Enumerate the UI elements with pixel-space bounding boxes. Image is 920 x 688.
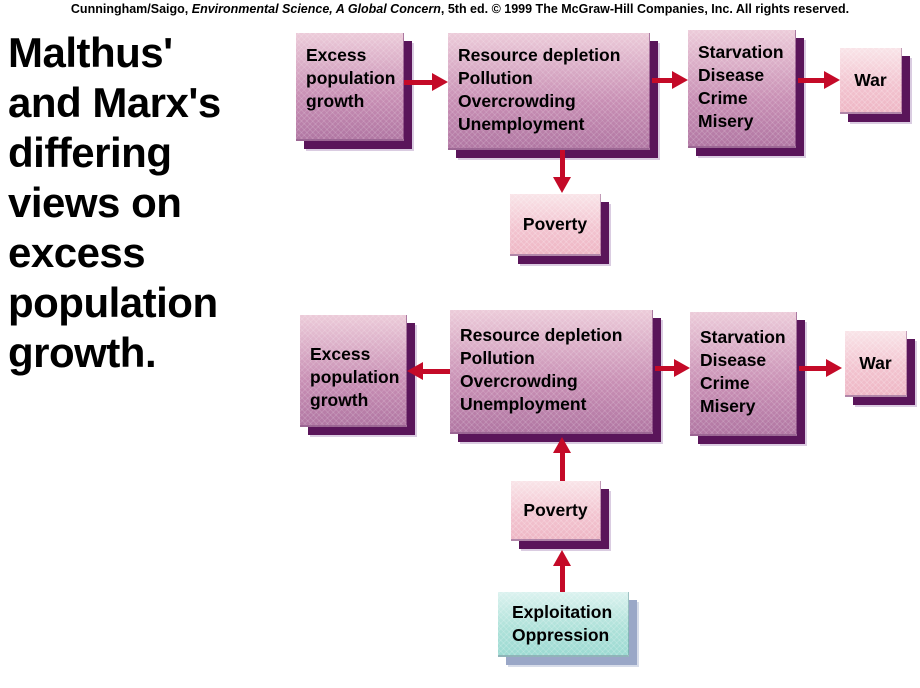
arrow-head-right-icon (432, 73, 448, 91)
marx-excess-population-box: Excess population growth (300, 315, 407, 427)
copyright-prefix: Cunningham/Saigo, (70, 2, 192, 16)
copyright-line: Cunningham/Saigo, Environmental Science,… (0, 2, 920, 16)
marx-resource-depletion-label: Resource depletion Pollution Overcrowdin… (460, 325, 623, 414)
marx-starvation-label: Starvation Disease Crime Misery (700, 327, 786, 416)
arrow-shaft (798, 78, 826, 83)
arrow-head-right-icon (672, 71, 688, 89)
marx-excess-population-label: Excess population growth (310, 344, 400, 410)
malthus-poverty-label: Poverty (522, 213, 588, 234)
marx-war-label: War (859, 352, 892, 373)
arrow-shaft (421, 369, 450, 374)
malthus-poverty-box: Poverty (510, 194, 601, 256)
arrow-shaft (652, 78, 674, 83)
figure-title: Malthus' and Marx's differing views on e… (8, 29, 221, 376)
marx-resource-depletion-box: Resource depletion Pollution Overcrowdin… (450, 310, 653, 434)
arrow-head-up-icon (553, 437, 571, 453)
arrow-head-left-icon (407, 362, 423, 380)
marx-exploitation-label: Exploitation Oppression (512, 601, 613, 645)
marx-starvation-box: Starvation Disease Crime Misery (690, 312, 797, 436)
malthus-starvation-label: Starvation Disease Crime Misery (698, 42, 784, 131)
arrow-shaft (560, 150, 565, 179)
arrow-shaft (404, 80, 434, 85)
malthus-war-label: War (854, 69, 887, 90)
malthus-starvation-box: Starvation Disease Crime Misery (688, 30, 796, 148)
arrow-head-right-icon (826, 359, 842, 377)
arrow-head-down-icon (553, 177, 571, 193)
arrow-shaft (655, 366, 675, 371)
malthus-resource-depletion-label: Resource depletion Pollution Overcrowdin… (458, 45, 621, 134)
arrow-head-right-icon (674, 359, 690, 377)
copyright-suffix: , 5th ed. © 1999 The McGraw-Hill Compani… (440, 2, 850, 16)
malthus-excess-population-box: Excess population growth (296, 33, 404, 141)
arrow-shaft (560, 564, 565, 592)
marx-poverty-label: Poverty (523, 499, 588, 520)
arrow-shaft (799, 366, 828, 371)
marx-exploitation-box: Exploitation Oppression (498, 592, 629, 657)
malthus-excess-population-label: Excess population growth (306, 45, 396, 111)
malthus-war-box: War (840, 48, 902, 114)
arrow-shaft (560, 451, 565, 481)
marx-poverty-box: Poverty (511, 481, 601, 541)
copyright-book-title: Environmental Science, A Global Concern (191, 2, 441, 16)
malthus-resource-depletion-box: Resource depletion Pollution Overcrowdin… (448, 33, 650, 150)
arrow-head-right-icon (824, 71, 840, 89)
marx-war-box: War (845, 331, 907, 397)
arrow-head-up-icon (553, 550, 571, 566)
